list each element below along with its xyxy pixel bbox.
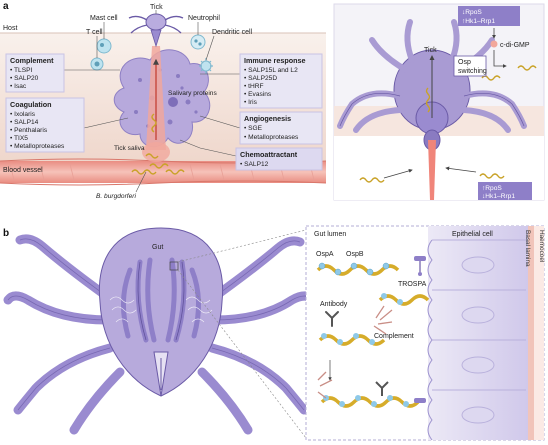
immune-title: Immune response [244, 56, 306, 65]
blood-vessel-label: Blood vessel [3, 167, 43, 174]
rpos-down-box [458, 6, 520, 26]
dendritic-cell-label: Dendritic cell [212, 29, 253, 36]
mast-cell [96, 38, 112, 54]
complement-title: Complement [10, 56, 54, 65]
rpos-up-line1: ↑RpoS [482, 185, 502, 192]
gut-lumen-label: Gut lumen [314, 231, 346, 238]
trospa-receptor [414, 256, 426, 276]
haemocoel-label: Haemocoel [538, 230, 545, 262]
ospb-label: OspB [346, 251, 364, 258]
coagulation-title: Coagulation [10, 100, 52, 109]
trospa-label: TROSPA [398, 281, 427, 288]
gut-label: Gut [152, 244, 163, 251]
coagulation-item: • TIX5 [10, 135, 28, 142]
complement-box: Complement • TLSPI • SALP20 • Isac [5, 53, 65, 93]
salivary-proteins-label: Salivary proteins [168, 90, 217, 97]
osp-switching-line1: Osp [458, 59, 471, 66]
neutrophil-label: Neutrophil [188, 15, 220, 22]
neutrophil [190, 34, 206, 50]
immune-item: • SALP25D [244, 75, 277, 82]
panel-b-zoom: Gut lumen OspA OspB TROSPA Antibody Comp… [305, 225, 545, 441]
tick-mouthparts [128, 13, 184, 48]
complement-item: • SALP20 [10, 75, 39, 82]
coagulation-item: • Ixolaris [10, 111, 36, 118]
spirochete-bottom [317, 371, 426, 408]
host-label: Host [3, 25, 17, 32]
c-di-gmp-dot [490, 40, 498, 48]
rpos-up-box [478, 182, 532, 200]
immune-item: • Evasins [244, 91, 272, 98]
angiogenesis-item: • SGE [244, 125, 263, 132]
complement-item: • TLSPI [10, 67, 33, 74]
t-cell [90, 57, 104, 71]
coagulation-box: Coagulation • Ixolaris • SALP14 • Pentha… [5, 97, 85, 153]
chemo-item: • SALP12 [240, 161, 269, 168]
tick-right-label: Tick [424, 47, 437, 54]
immune-item: • SALP15L and L2 [244, 67, 298, 74]
complement-item: • Isac [10, 83, 27, 90]
angiogenesis-box: Angiogenesis • SGE • Metalloproteases [239, 111, 323, 145]
coagulation-item: • Metalloproteases [10, 143, 65, 150]
zoom-box [169, 261, 179, 271]
c-di-gmp-label: c-di-GMP [500, 42, 530, 49]
coagulation-item: • Penthalaris [10, 127, 48, 134]
antibody-label: Antibody [320, 301, 348, 308]
panel-b-letter: b [3, 228, 9, 239]
complement-icon [373, 305, 393, 335]
immune-item: • tHRF [244, 83, 264, 90]
panel-a-right: ↓RpoS ↑Hk1–Rrp1 c-di-GMP Osp switching T… [333, 3, 545, 201]
tick-saliva-label: Tick saliva [114, 145, 145, 152]
coagulation-item: • SALP14 [10, 119, 39, 126]
osp-switching-box [453, 55, 487, 77]
tick-label: Tick [150, 4, 163, 11]
bacteria [131, 113, 185, 175]
basal-lamina [528, 226, 534, 440]
antibody-icon [325, 311, 339, 327]
rpos-up-line2: ↓Hk1–Rrp1 [482, 193, 515, 200]
angiogenesis-title: Angiogenesis [244, 114, 291, 123]
basal-lamina-label: Basal lamina [524, 230, 531, 267]
bacterium-label: B. burgdorferi [96, 193, 136, 200]
ospa-label: OspA [316, 251, 334, 258]
mast-cell-label: Mast cell [90, 15, 118, 22]
epithelial-label: Epithelial cell [452, 231, 493, 238]
immune-response-box: Immune response • SALP15L and L2 • SALP2… [239, 53, 323, 109]
panel-a-letter: a [3, 1, 9, 12]
immune-item: • Iris [244, 99, 258, 106]
osp-switching-line2: switching [458, 68, 487, 75]
angiogenesis-item: • Metalloproteases [244, 134, 299, 141]
rpos-down-line2: ↑Hk1–Rrp1 [462, 18, 495, 25]
t-cell-label: T cell [86, 29, 103, 36]
chemo-title: Chemoattractant [240, 150, 298, 159]
complement-b-label: Complement [374, 333, 414, 340]
chemoattractant-box: Chemoattractant • SALP12 [235, 147, 323, 171]
spirochete-top [316, 262, 400, 276]
panel-a: Complement • TLSPI • SALP20 • Isac Coagu… [0, 0, 327, 200]
spirochete-mid [318, 293, 430, 346]
epithelial-cells [427, 239, 526, 441]
rpos-down-line1: ↓RpoS [462, 9, 482, 16]
panel-b: b [3, 227, 319, 439]
